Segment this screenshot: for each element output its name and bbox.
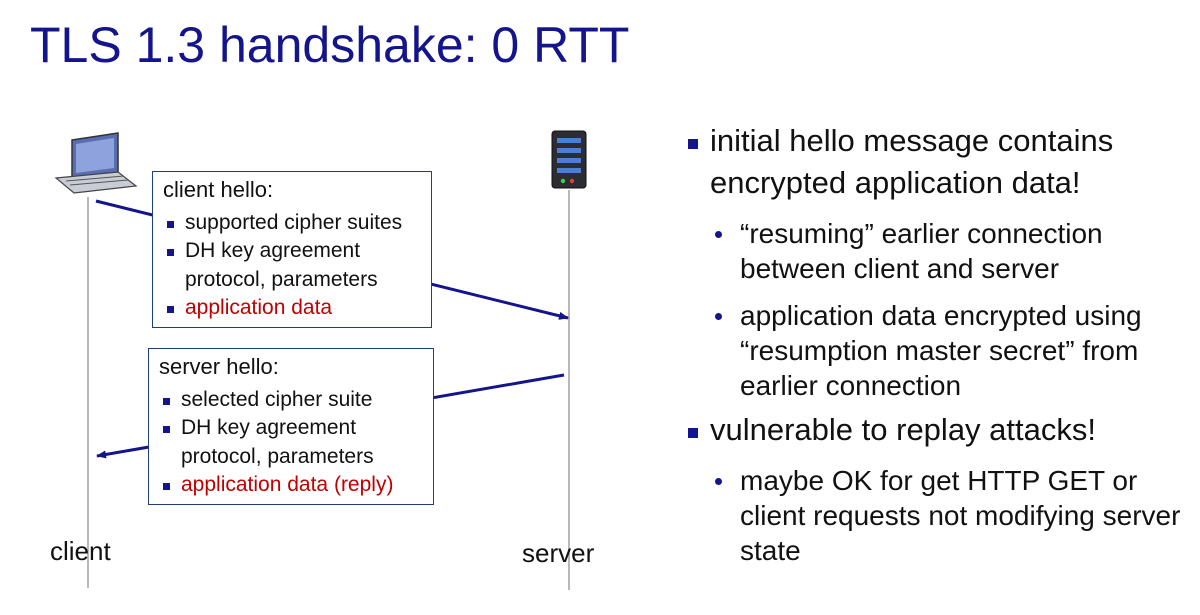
- bullet-sub: application data encrypted using “resump…: [688, 298, 1193, 403]
- server-icon: [551, 130, 587, 189]
- server-hello-item: selected cipher suite: [159, 386, 433, 415]
- client-hello-item-highlight: application data: [163, 294, 431, 323]
- client-hello-heading: client hello:: [163, 177, 274, 202]
- bullet-main: vulnerable to replay attacks!: [688, 409, 1193, 451]
- bullet-main: initial hello message contains encrypted…: [688, 120, 1193, 204]
- client-hello-item-continued: protocol, parameters: [185, 267, 378, 291]
- bullet-list: initial hello message contains encrypted…: [688, 120, 1193, 568]
- bullet-sub: “resuming” earlier connection between cl…: [688, 216, 1193, 286]
- server-hello-box: server hello: selected cipher suite DH k…: [148, 348, 434, 505]
- server-hello-item-continued: protocol, parameters: [181, 444, 374, 468]
- client-label: client: [50, 536, 111, 566]
- server-hello-heading: server hello:: [159, 354, 279, 379]
- client-hello-box: client hello: supported cipher suites DH…: [152, 171, 432, 328]
- server-hello-item: DH key agreement: [159, 414, 433, 443]
- server-hello-item-highlight: application data (reply): [159, 471, 433, 500]
- laptop-icon: [54, 132, 138, 194]
- client-hello-item: DH key agreement: [163, 237, 431, 266]
- client-hello-item: supported cipher suites: [163, 209, 431, 238]
- server-label: server: [522, 538, 595, 568]
- bullet-sub: maybe OK for get HTTP GET or client requ…: [688, 463, 1193, 568]
- slide-title: TLS 1.3 handshake: 0 RTT: [30, 17, 630, 73]
